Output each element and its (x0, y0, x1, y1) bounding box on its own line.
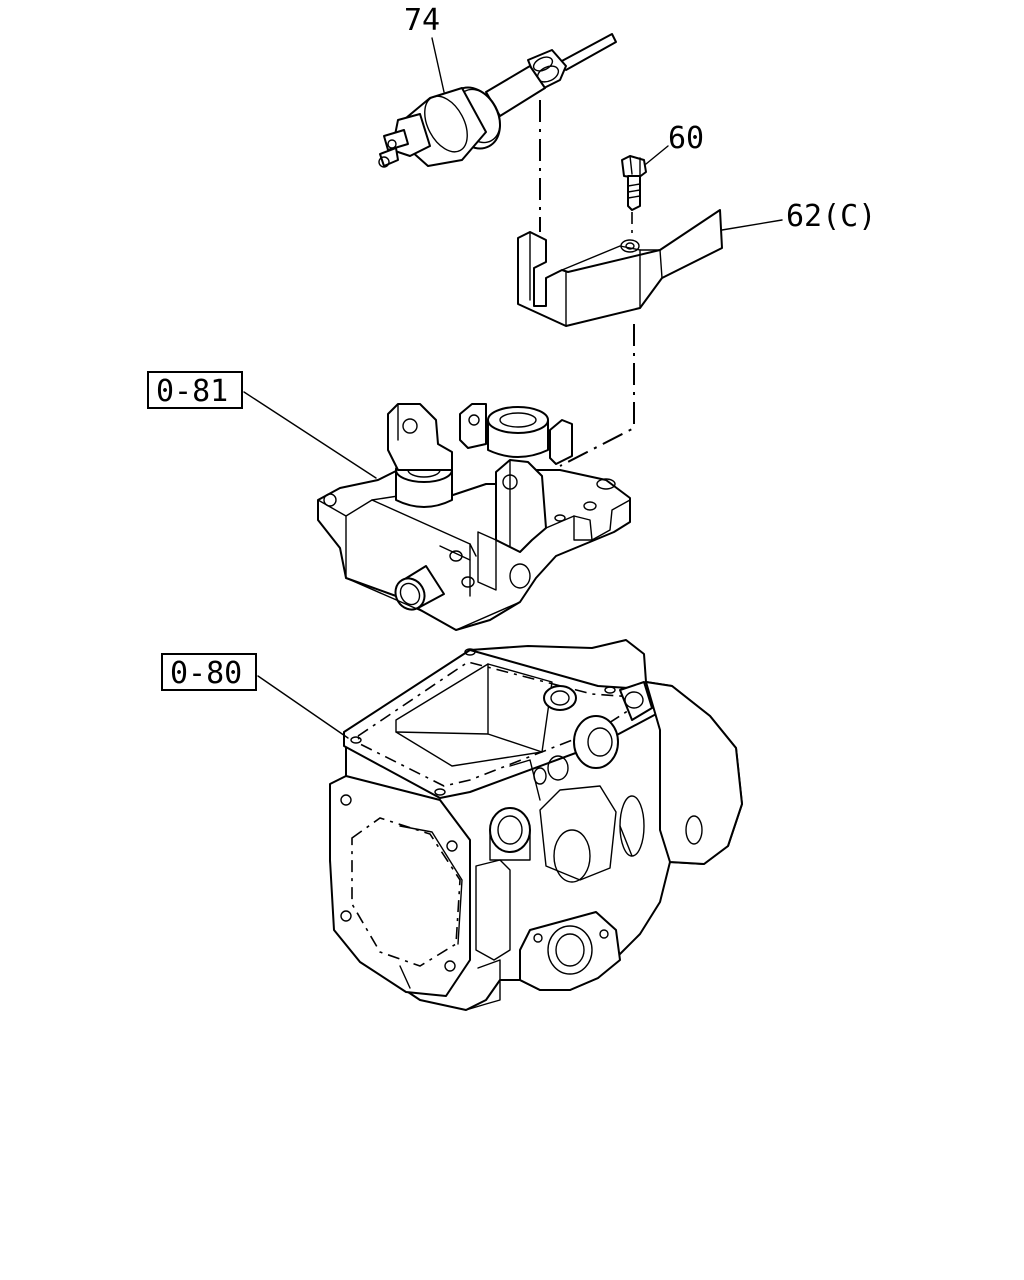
ref-box-0-80 (161, 653, 257, 691)
ref-label-0-80[interactable]: 0-80 (170, 656, 242, 691)
sensor-part-74[interactable] (378, 33, 617, 168)
callout-62c-label: 62(C) (786, 199, 876, 234)
bracket-part-62[interactable] (517, 209, 783, 327)
ref-box-0-81 (147, 371, 243, 409)
alignment-line-bracket (559, 324, 635, 467)
callout-60-label: 60 (668, 121, 704, 156)
housing-assembly-0-80[interactable] (257, 639, 743, 1011)
callout-74-label: 74 (404, 3, 440, 38)
ref-label-0-81[interactable]: 0-81 (156, 374, 228, 409)
bolt-part-60[interactable] (621, 145, 669, 211)
cover-assembly-0-81[interactable] (243, 391, 631, 631)
